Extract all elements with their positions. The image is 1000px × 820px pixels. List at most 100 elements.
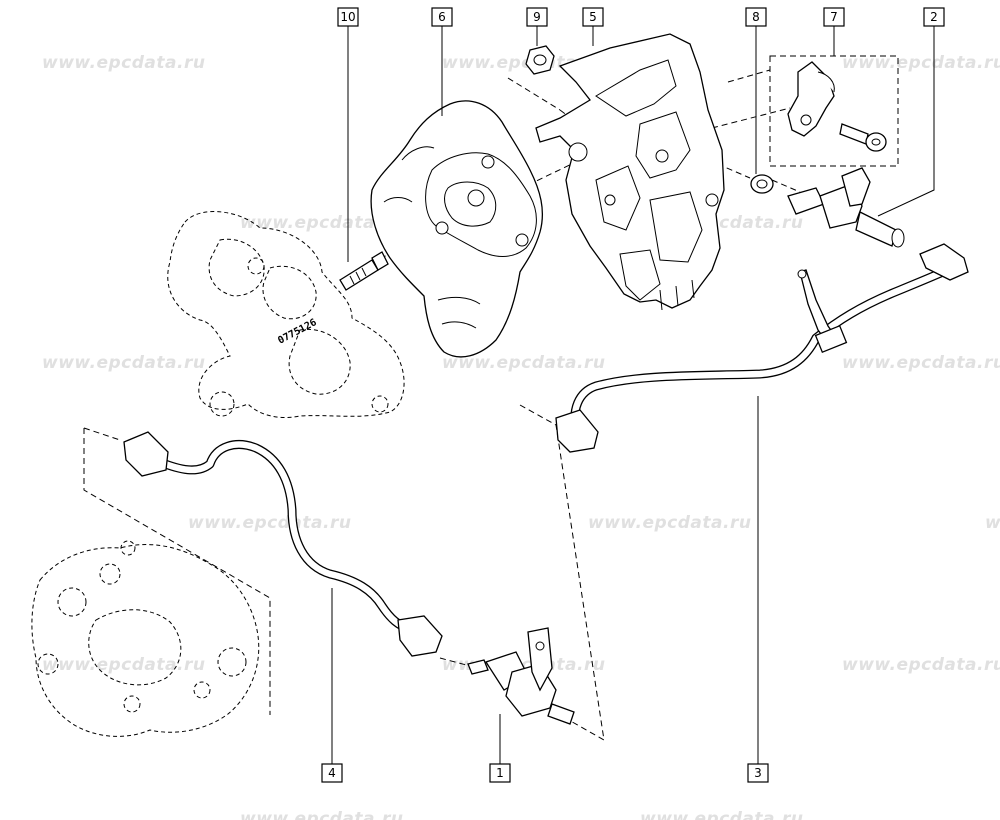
callout-box — [923, 7, 945, 27]
axis-guide — [727, 69, 771, 83]
fuel-pump-port — [37, 653, 59, 675]
fuel-pump-port — [193, 681, 211, 699]
callout-8: 8 — [745, 7, 767, 27]
heat-shield-hole — [435, 221, 449, 235]
callout-number: 1 — [496, 766, 504, 780]
heat-shield-rib — [437, 296, 481, 305]
sensor1-tip — [467, 659, 489, 675]
sensor-tail-end — [891, 228, 905, 248]
pump-harness-connector — [123, 431, 169, 477]
bracket-tab — [691, 279, 695, 299]
sensor1-bracket-hole — [535, 641, 545, 651]
harness-item-3 — [555, 243, 969, 453]
callout-9: 9 — [526, 7, 548, 27]
watermarks: www.epcdata.ru www.epcdata.ru www.epcdat… — [42, 53, 1000, 820]
fuel-pump-outline — [31, 540, 260, 737]
stud-thread — [349, 275, 355, 285]
watermark-text: www.epcdata.ru — [42, 53, 205, 73]
bracket-window — [595, 59, 677, 117]
bracket-bolt-hole — [568, 142, 588, 162]
sensor-item-2 — [787, 167, 905, 248]
callout-box — [745, 7, 767, 27]
callout-box — [337, 7, 359, 27]
heat-shield-rib — [383, 197, 413, 203]
callout-box — [489, 763, 511, 783]
callout-number: 8 — [752, 10, 760, 24]
fuel-pump-port — [123, 695, 141, 713]
bracket-window — [649, 191, 703, 263]
harness-connector-left — [555, 409, 599, 453]
heat-shield-bore — [467, 189, 485, 207]
callout-number: 7 — [830, 10, 838, 24]
clamp-bolt-shaft — [839, 123, 869, 145]
fuel-pump-body — [31, 544, 260, 737]
pump-guide-line-top — [83, 427, 121, 441]
fuel-pump-port — [99, 563, 121, 585]
callout-box — [823, 7, 845, 27]
sensor-tip — [787, 187, 825, 215]
sensor1-outlet — [547, 703, 575, 725]
stud-item-10 — [339, 251, 389, 291]
washer-item-8 — [750, 174, 774, 194]
bracket-window — [595, 165, 641, 231]
nut-bore — [533, 54, 547, 66]
fuel-pump-fitting — [120, 540, 136, 556]
watermark-text: www.epcdata.ru — [42, 353, 205, 373]
heat-shield-item-6 — [370, 100, 543, 358]
callout-number: 10 — [340, 10, 355, 24]
callout-7: 7 — [823, 7, 845, 27]
bracket-window — [635, 111, 691, 179]
callout-5: 5 — [582, 7, 604, 27]
callout-number: 6 — [438, 10, 446, 24]
bracket-tab — [659, 289, 663, 311]
watermark-text: www.epcdata.ru — [240, 809, 403, 820]
sensor1-bracket — [527, 627, 553, 692]
callout-box — [747, 763, 769, 783]
stud-thread — [361, 267, 367, 277]
pressure-sensor-item-1 — [467, 627, 575, 725]
callout-box — [321, 763, 343, 783]
fuel-pump-port — [217, 647, 247, 677]
callout-labels: 10 6 9 5 8 7 2 4 — [321, 7, 945, 783]
engine-housing-bore — [288, 328, 351, 395]
clamp-hole — [800, 114, 812, 126]
axis-guide — [711, 107, 791, 129]
fuel-pump-port — [57, 587, 87, 617]
watermark-text: www.epcdata.ru — [842, 655, 1000, 675]
watermark-text: www.epcdata.ru — [240, 213, 403, 233]
heat-shield-hole — [481, 155, 495, 169]
stud-shaft — [339, 259, 379, 291]
engine-housing-hole — [209, 391, 235, 417]
watermark-text: www.epcdata.ru — [188, 513, 351, 533]
clamp-item-7 — [787, 61, 887, 152]
heat-shield-hole — [515, 233, 529, 247]
engine-housing-hole — [247, 257, 265, 275]
callout-number: 4 — [328, 766, 336, 780]
pump-harness-fill — [156, 441, 416, 634]
bracket-bolt-hole — [655, 149, 669, 163]
stud-thread — [355, 271, 361, 281]
part-code-label: 0775126 — [276, 317, 318, 347]
bracket-tab — [675, 285, 679, 307]
harness-item-4 — [123, 431, 443, 657]
nut-item-9 — [525, 45, 555, 75]
callout-3: 3 — [747, 763, 769, 783]
engine-housing-bore — [262, 265, 317, 320]
callout-number: 9 — [533, 10, 541, 24]
engine-housing-bore — [208, 238, 265, 297]
watermark-text: www.epcdata.ru — [588, 513, 751, 533]
heat-shield-rib — [401, 146, 435, 161]
engine-housing — [167, 211, 405, 418]
watermark-text: www.epcdata.ru — [842, 353, 1000, 373]
engine-housing-outline: 0775126 — [167, 211, 405, 418]
clamp-lip — [817, 71, 835, 93]
pump-harness-plug — [397, 615, 443, 657]
callout-6: 6 — [431, 7, 453, 27]
clamp-bolt-socket — [871, 138, 881, 146]
harness-clip-hole — [797, 269, 807, 279]
axis-guide — [507, 77, 561, 111]
bracket-window — [619, 249, 661, 301]
callout-box — [431, 7, 453, 27]
harness-connector-right — [919, 243, 969, 281]
